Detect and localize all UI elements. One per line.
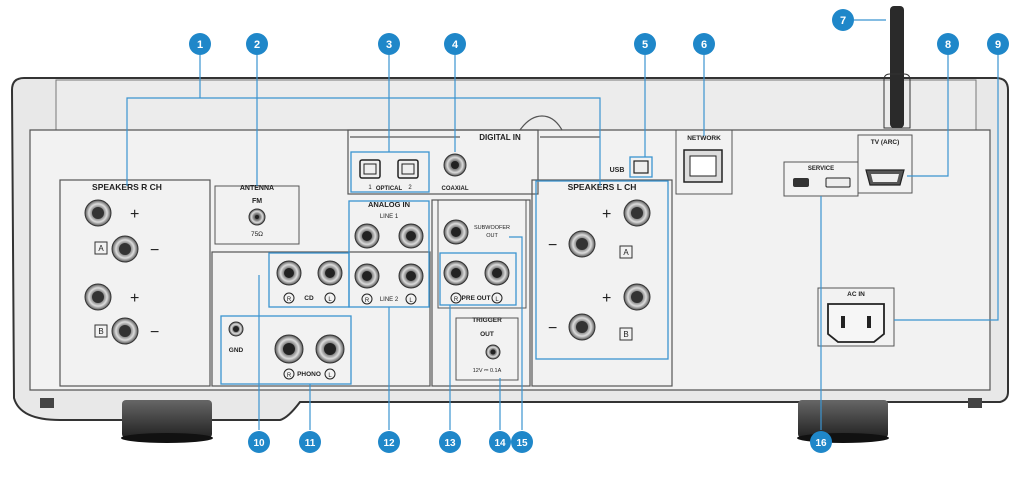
svg-text:2: 2 xyxy=(408,185,412,191)
usb-port: USB xyxy=(610,156,653,178)
leader-lines xyxy=(126,19,999,430)
callout-14: 14 xyxy=(489,431,511,453)
svg-text:PHONO: PHONO xyxy=(297,371,321,378)
svg-text:R: R xyxy=(287,373,292,379)
svg-text:13: 13 xyxy=(444,438,456,449)
callout-9: 9 xyxy=(987,33,1009,55)
callout-16: 16 xyxy=(810,431,832,453)
callout-4: 4 xyxy=(444,33,466,55)
svg-text:+: + xyxy=(130,206,139,223)
svg-text:1: 1 xyxy=(368,185,372,191)
svg-text:+: + xyxy=(130,290,139,307)
svg-text:OPTICAL: OPTICAL xyxy=(376,186,403,192)
svg-text:5: 5 xyxy=(642,39,648,51)
callout-10: 10 xyxy=(248,431,270,453)
svg-text:LINE 1: LINE 1 xyxy=(380,214,399,220)
service-ports: SERVICE xyxy=(783,161,859,197)
svg-text:B: B xyxy=(98,327,103,336)
svg-text:A: A xyxy=(98,244,104,253)
callout-8: 8 xyxy=(937,33,959,55)
svg-text:15: 15 xyxy=(516,438,528,449)
svg-text:+: + xyxy=(602,290,611,307)
svg-text:−: − xyxy=(150,324,159,341)
svg-text:SERVICE: SERVICE xyxy=(808,166,834,172)
svg-text:LINE 2: LINE 2 xyxy=(380,297,399,303)
svg-text:R: R xyxy=(365,298,370,304)
svg-text:4: 4 xyxy=(452,39,459,51)
svg-text:L: L xyxy=(409,298,413,304)
svg-text:B: B xyxy=(623,330,628,339)
svg-text:−: − xyxy=(548,320,557,337)
callout-3: 3 xyxy=(378,33,400,55)
svg-text:FM: FM xyxy=(252,198,262,205)
svg-text:12: 12 xyxy=(383,438,395,449)
svg-text:11: 11 xyxy=(305,438,316,449)
ac-inlet: AC IN xyxy=(817,287,895,347)
svg-text:SUBWOOFER: SUBWOOFER xyxy=(474,225,510,231)
svg-text:COAXIAL: COAXIAL xyxy=(442,186,469,192)
callout-15: 15 xyxy=(511,431,533,453)
svg-text:TRIGGER: TRIGGER xyxy=(472,317,502,324)
svg-text:2: 2 xyxy=(254,39,260,51)
tv-arc-port: TV (ARC) xyxy=(857,134,913,194)
svg-text:R: R xyxy=(454,297,459,303)
callout-2: 2 xyxy=(246,33,268,55)
svg-text:L: L xyxy=(495,297,499,303)
callout-12: 12 xyxy=(378,431,400,453)
svg-text:TV (ARC): TV (ARC) xyxy=(871,139,900,146)
wifi-antenna xyxy=(883,6,911,129)
speakers-r-label: SPEAKERS R CH xyxy=(92,182,162,192)
svg-text:GND: GND xyxy=(229,347,244,354)
svg-text:9: 9 xyxy=(995,39,1001,51)
svg-text:14: 14 xyxy=(494,438,506,449)
callout-13: 13 xyxy=(439,431,461,453)
svg-text:A: A xyxy=(623,248,629,257)
callout-1: 1 xyxy=(189,33,211,55)
svg-text:ANALOG IN: ANALOG IN xyxy=(368,200,410,209)
svg-text:16: 16 xyxy=(815,438,827,449)
svg-text:7: 7 xyxy=(840,15,846,27)
coaxial-input: COAXIAL xyxy=(442,153,469,192)
trigger-jack: TRIGGER OUT 12V ⎓ 0.1A xyxy=(455,317,519,381)
speakers-r-terminals: SPEAKERS R CH + − A + − B xyxy=(84,182,162,345)
cd-jacks: R CD L xyxy=(268,252,350,308)
svg-text:R: R xyxy=(287,297,292,303)
svg-text:OUT: OUT xyxy=(486,233,498,239)
svg-text:ANTENNA: ANTENNA xyxy=(240,185,274,192)
svg-text:75Ω: 75Ω xyxy=(251,231,263,238)
svg-text:10: 10 xyxy=(253,438,265,449)
network-port: NETWORK xyxy=(675,129,733,195)
optical-inputs: 1 OPTICAL 2 xyxy=(350,151,430,193)
svg-text:NETWORK: NETWORK xyxy=(687,135,721,142)
svg-text:AC IN: AC IN xyxy=(847,291,865,298)
svg-text:PRE OUT: PRE OUT xyxy=(462,295,491,302)
svg-text:USB: USB xyxy=(610,167,625,174)
svg-text:OUT: OUT xyxy=(480,331,494,338)
callout-5: 5 xyxy=(634,33,656,55)
svg-text:L: L xyxy=(328,297,332,303)
svg-text:+: + xyxy=(602,206,611,223)
antenna-terminal: ANTENNA FM 75Ω xyxy=(214,185,300,245)
callout-11: 11 xyxy=(299,431,321,453)
svg-text:1: 1 xyxy=(197,39,203,51)
svg-text:3: 3 xyxy=(386,39,392,51)
callout-6: 6 xyxy=(693,33,715,55)
callout-7: 7 xyxy=(832,9,854,31)
svg-text:6: 6 xyxy=(701,39,707,51)
digital-in-label: DIGITAL IN xyxy=(479,133,521,142)
svg-text:L: L xyxy=(328,373,332,379)
speakers-l-label: SPEAKERS L CH xyxy=(568,182,637,192)
output-jacks: SUBWOOFER OUT R PRE OUT L xyxy=(437,199,527,309)
svg-text:8: 8 xyxy=(945,39,951,51)
chassis xyxy=(10,77,1009,421)
svg-text:−: − xyxy=(150,242,159,259)
phono-jacks: GND R PHONO L xyxy=(220,315,352,385)
svg-text:−: − xyxy=(548,237,557,254)
speakers-l-terminals: SPEAKERS L CH + − A + − B xyxy=(535,180,669,360)
svg-text:CD: CD xyxy=(304,295,314,302)
svg-text:12V ⎓ 0.1A: 12V ⎓ 0.1A xyxy=(473,368,502,374)
